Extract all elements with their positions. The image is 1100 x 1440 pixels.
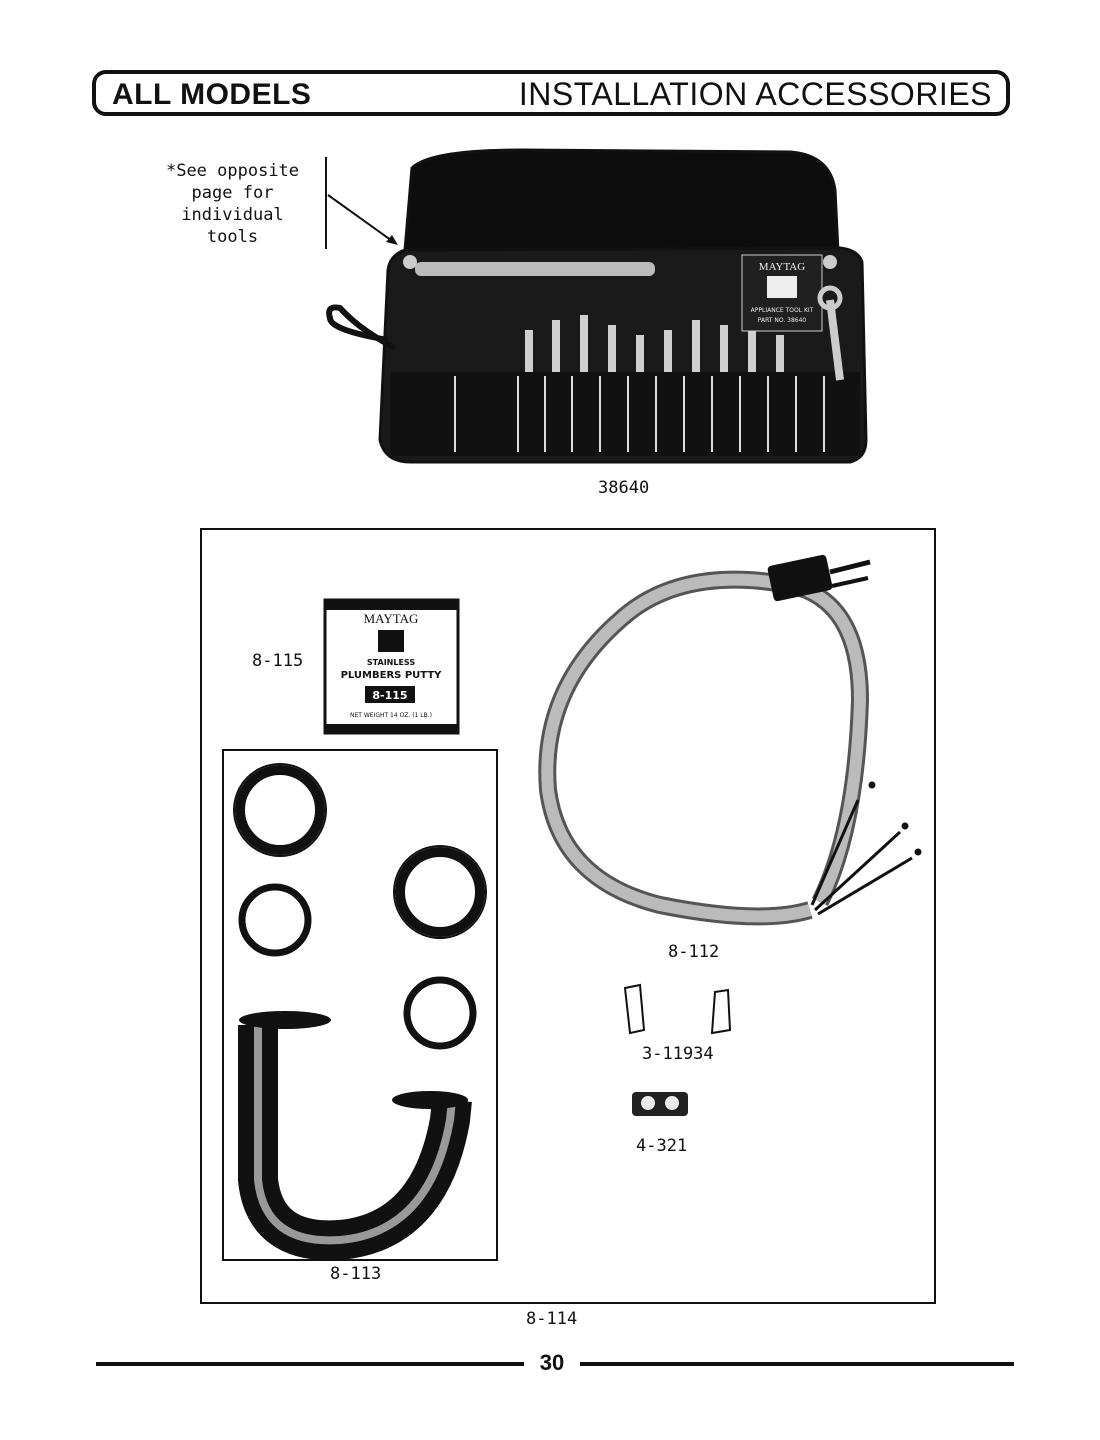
tool-pockets [390,372,860,456]
power-plug [767,554,871,602]
header-models-label: ALL MODELS [112,78,312,111]
page-number: 30 [539,1350,565,1375]
plumbers-putty-can: MAYTAG STAINLESS PLUMBERS PUTTY 8-115 NE… [323,598,460,735]
note-leader-line [327,194,396,244]
page-header: ALL MODELS INSTALLATION ACCESSORIES [92,70,1010,116]
tool-roll-strap [326,304,397,351]
tools-note-line: *See opposite [165,161,300,181]
clamp-part-number: 4-321 [636,1136,688,1156]
j-bend-trap [238,1011,472,1261]
putty-weight: NET WEIGHT 14 OZ. (1 LB.) [350,712,432,719]
tool-kit-part-number: 38640 [598,478,650,498]
parts-illustration: MAYTAG STAINLESS PLUMBERS PUTTY 8-115 NE… [233,554,922,1261]
kit-brand-text: MAYTAG [759,261,805,273]
outer-set-part-number: 8-114 [526,1309,578,1329]
cord-clamp [632,1092,688,1116]
kit-label-line: APPLIANCE TOOL KIT [751,307,814,314]
footer-rule-right [580,1362,1014,1366]
ratchet-tool [415,262,655,276]
tools-note-line: tools [206,227,259,247]
putty-brand-text: MAYTAG [364,611,419,626]
wire-connectors [623,983,732,1035]
putty-line1: STAINLESS [367,658,415,667]
cord-part-number: 8-112 [668,942,720,962]
kit-label-line: PART NO. 38640 [758,317,807,324]
putty-code: 8-115 [372,689,407,702]
adjustable-wrench [826,299,844,381]
tools-note: *See opposite page for individual tools [150,160,315,248]
accessories-frame [200,528,936,1304]
footer-rule-left [96,1362,524,1366]
note-leader-arrow [386,235,398,245]
note-divider [325,157,327,249]
tools-note-line: individual [181,205,284,225]
slip-nut-rings [233,763,487,1050]
putty-line2: PLUMBERS PUTTY [341,670,443,681]
trap-set-part-number: 8-113 [330,1264,382,1284]
tool-roll-flap [403,148,840,254]
connector-part-number: 3-11934 [642,1044,714,1064]
putty-part-number: 8-115 [252,651,304,671]
trap-set-frame [222,749,498,1261]
header-section-title: INSTALLATION ACCESSORIES [518,76,992,112]
tools-note-line: page for [191,183,274,203]
maytag-logo-icon [378,630,404,652]
power-cord [538,570,922,926]
maytag-logo-icon [767,276,797,298]
tool-kit-illustration: MAYTAG APPLIANCE TOOL KIT PART NO. 38640 [326,148,868,464]
